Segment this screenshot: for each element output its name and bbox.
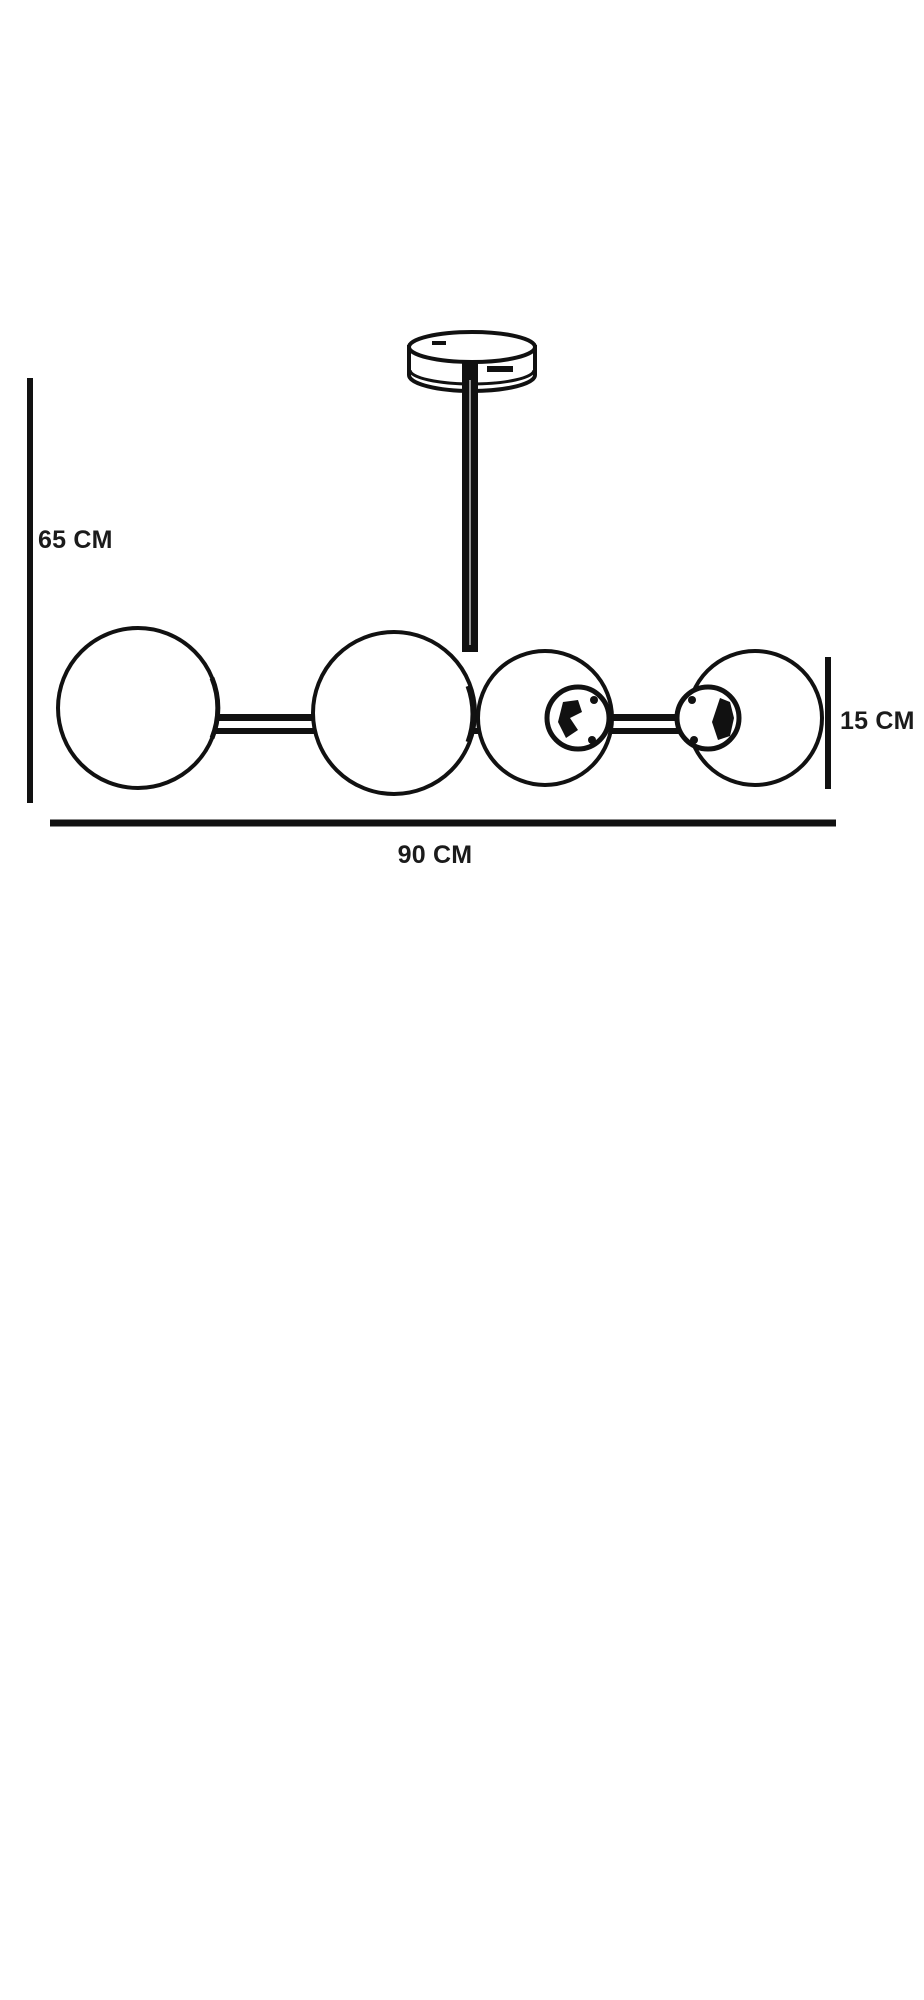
width-dimension-label: 90 CM <box>397 841 473 869</box>
globe-1-sphere <box>56 626 220 790</box>
depth-dimension-label: 15 CM <box>840 707 915 735</box>
globe-3-socket-fitting <box>558 700 582 738</box>
dimension-lines <box>27 378 836 827</box>
arm-ferrule-right <box>620 717 660 721</box>
canopy-top-ellipse <box>407 330 537 364</box>
globe-4 <box>674 649 824 787</box>
globe-4-socket-screw-top <box>688 696 696 704</box>
globe-1-neck-shading <box>209 677 221 739</box>
globe-3-socket-screw-bottom <box>588 736 596 744</box>
drop-rod <box>462 362 478 652</box>
canopy-top-nub <box>432 341 446 345</box>
globe-3-socket-screw-top <box>590 696 598 704</box>
globe-2 <box>311 630 477 796</box>
canopy-fitting-nub <box>487 366 513 372</box>
globe-1 <box>56 626 221 790</box>
globe-2-sphere <box>311 630 477 796</box>
globe-4-socket-fitting <box>712 698 734 740</box>
height-dimension-label: 65 CM <box>38 526 113 554</box>
globe-3-socket-ring <box>544 684 612 752</box>
globe-2-neck-shading <box>465 685 476 743</box>
globe-4-socket-screw-bottom <box>690 736 698 744</box>
arm-ferrule-left <box>205 717 245 721</box>
globe-3 <box>476 649 614 787</box>
